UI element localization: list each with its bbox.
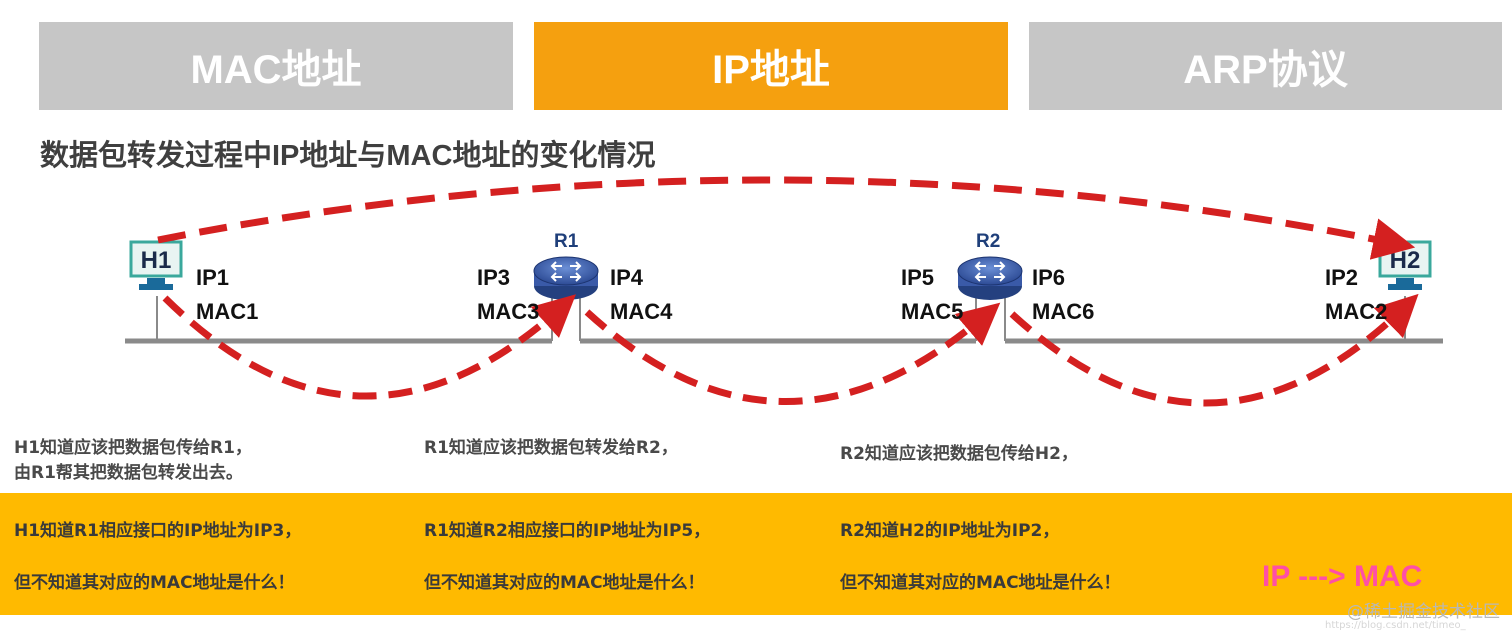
- note-h1-line1: H1知道应该把数据包传给R1，: [14, 438, 252, 458]
- router-r1-icon: [533, 256, 599, 300]
- tab-label: ARP协议: [1183, 48, 1348, 92]
- band-col2-line2: 但不知道其对应的MAC地址是什么！: [424, 573, 705, 593]
- band-col1-line2: 但不知道其对应的MAC地址是什么！: [14, 573, 295, 593]
- router-r2-icon: [957, 256, 1023, 300]
- note-h1: H1知道应该把数据包传给R1， 由R1帮其把数据包转发出去。: [14, 436, 252, 486]
- r1-left-mac-label: MAC3: [477, 299, 540, 324]
- arrow-h1-to-h2: [157, 176, 1416, 260]
- info-band: [0, 493, 1512, 615]
- page-title: 数据包转发过程中IP地址与MAC地址的变化情况: [40, 140, 656, 172]
- note-r2: R2知道应该把数据包传给H2，: [840, 444, 1078, 464]
- watermark-url: https://blog.csdn.net/timeo_: [1325, 620, 1466, 631]
- h1-ip-label: IP1: [196, 265, 230, 290]
- host-h1-name: H1: [141, 247, 172, 274]
- tab-ip-address[interactable]: IP地址: [534, 22, 1008, 110]
- band-col3-line1: R2知道H2的IP地址为IP2，: [840, 521, 1060, 541]
- band-col2-line1: R1知道R2相应接口的IP地址为IP5，: [424, 521, 711, 541]
- router-r2-name: R2: [976, 231, 1001, 252]
- r1-right-ip-label: IP4: [610, 265, 644, 290]
- watermark: @稀土掘金技术社区: [1347, 602, 1500, 622]
- host-h1-icon: H1: [129, 240, 183, 290]
- band-col3-line2: 但不知道其对应的MAC地址是什么！: [840, 573, 1121, 593]
- arrow-r1-to-r2: [584, 302, 1001, 405]
- r2-left-mac-label: MAC5: [901, 299, 964, 324]
- arrow-r2-to-h2: [1009, 293, 1419, 407]
- r2-right-mac-label: MAC6: [1032, 299, 1095, 324]
- ip-to-mac-label: IP ---> MAC: [1262, 560, 1423, 593]
- r2-left-ip-label: IP5: [901, 265, 935, 290]
- tab-mac-address[interactable]: MAC地址: [39, 22, 513, 110]
- router-r1-name: R1: [554, 231, 579, 252]
- forwarding-arrows: [157, 176, 1419, 407]
- host-h2-name: H2: [1390, 247, 1421, 274]
- host-h2-icon: H2: [1378, 240, 1432, 290]
- h1-mac-label: MAC1: [196, 299, 259, 324]
- tab-label: IP地址: [712, 48, 830, 92]
- note-h1-line2: 由R1帮其把数据包转发出去。: [14, 463, 243, 483]
- h2-ip-label: IP2: [1325, 265, 1359, 290]
- tab-label: MAC地址: [190, 48, 362, 92]
- arrow-h1-to-r1: [162, 294, 576, 400]
- band-col1-line1: H1知道R1相应接口的IP地址为IP3，: [14, 521, 302, 541]
- tab-arp-protocol[interactable]: ARP协议: [1029, 22, 1502, 110]
- note-r1: R1知道应该把数据包转发给R2，: [424, 438, 678, 458]
- r1-left-ip-label: IP3: [477, 265, 511, 290]
- r2-right-ip-label: IP6: [1032, 265, 1066, 290]
- network-links: [125, 294, 1443, 344]
- r1-right-mac-label: MAC4: [610, 299, 673, 324]
- h2-mac-label: MAC2: [1325, 299, 1388, 324]
